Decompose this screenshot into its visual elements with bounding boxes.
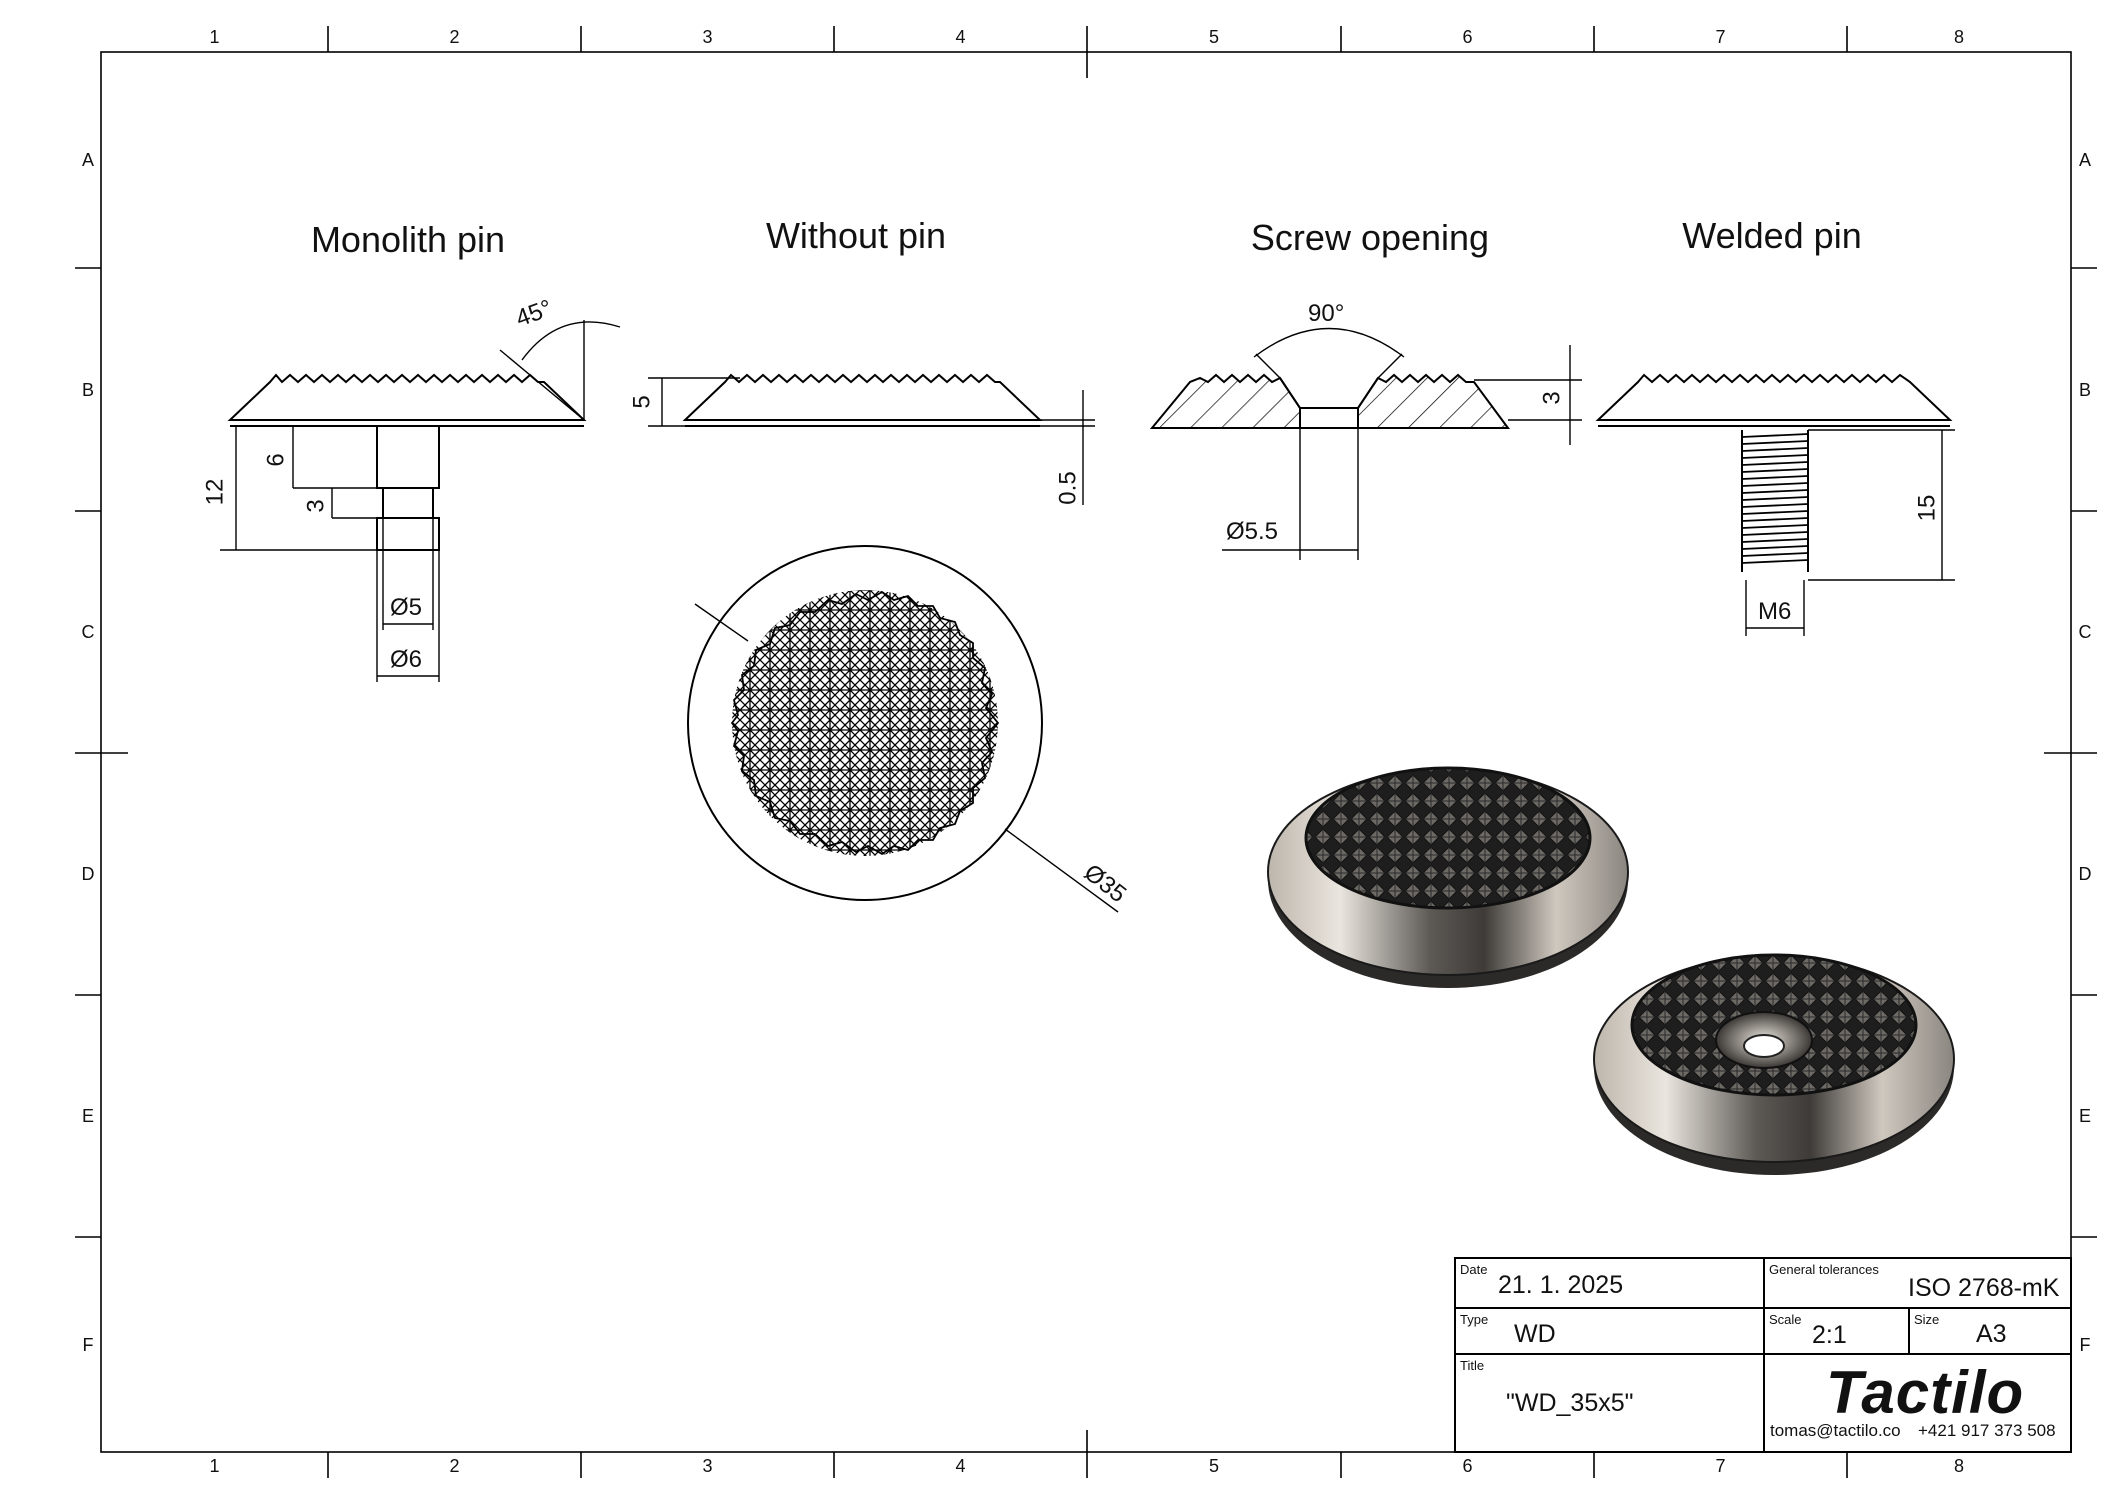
grid-row-left: A <box>81 150 95 170</box>
grid-col-bottom: 4 <box>955 1456 966 1476</box>
thread-line <box>1741 447 1809 452</box>
grid-row-left: C <box>81 622 95 642</box>
thread-line <box>1741 552 1809 557</box>
grid-col-top: 5 <box>1208 27 1220 47</box>
tb-tolerances-label: General tolerances <box>1769 1262 1879 1277</box>
thread-line <box>1741 517 1809 522</box>
grid-col-top: 3 <box>702 27 713 47</box>
grid-row-right: F <box>2079 1334 2091 1355</box>
grid-col-top: 6 <box>1462 27 1473 47</box>
dim-hole-diameter: Ø5.5 <box>1226 518 1279 545</box>
row-grid-ticks <box>75 267 2097 1238</box>
tb-type-label: Type <box>1460 1312 1489 1327</box>
grid-col-top: 8 <box>1953 27 1965 47</box>
grid-row-left: B <box>81 379 95 400</box>
title-screw-opening: Screw opening <box>1250 217 1490 258</box>
thread-line <box>1741 461 1809 466</box>
grid-row-right: E <box>2078 1106 2092 1126</box>
thread-line <box>1741 524 1809 529</box>
thread-line <box>1741 496 1809 501</box>
tb-type-value: WD <box>1514 1320 1556 1348</box>
thread-line <box>1741 538 1809 543</box>
dim-height-3: 3 <box>302 499 330 513</box>
thread-line <box>1741 440 1809 445</box>
contact-phone: +421 917 373 508 <box>1918 1421 2056 1440</box>
title-welded-pin: Welded pin <box>1682 215 1862 256</box>
welded-pin-section-view <box>1595 373 1955 636</box>
tb-scale-label: Scale <box>1769 1312 1802 1327</box>
dim-countersink-angle: 90° <box>1308 300 1345 327</box>
grid-row-left: D <box>81 864 95 884</box>
tb-size-label: Size <box>1914 1312 1940 1327</box>
monolith-pin-section-view <box>220 320 621 682</box>
dim-diameter-6: Ø6 <box>390 646 423 673</box>
dim-height-6: 6 <box>262 453 290 467</box>
thread-line <box>1741 433 1809 438</box>
tb-tolerances-value: ISO 2768-mK <box>1908 1274 2060 1302</box>
thread-line <box>1741 489 1809 494</box>
contact-email: tomas@tactilo.co <box>1770 1421 1901 1440</box>
grid-row-right: D <box>2078 864 2092 884</box>
title-block-grid <box>1454 1257 2072 1453</box>
grid-col-top: 4 <box>955 27 966 47</box>
tb-scale-value: 2:1 <box>1812 1321 1847 1349</box>
tb-title-label: Title <box>1460 1358 1485 1373</box>
thread-line <box>1741 510 1809 515</box>
grid-row-right: A <box>2078 150 2092 170</box>
3d-render-without-pin <box>1267 766 1629 988</box>
title-monolith-pin: Monolith pin <box>310 219 506 260</box>
top-plan-view <box>687 545 1119 913</box>
grid-col-bottom: 2 <box>449 1456 460 1476</box>
dim-height-12: 12 <box>201 478 229 506</box>
dim-diameter-5: Ø5 <box>390 594 423 621</box>
dim-thread-m6: M6 <box>1758 598 1792 625</box>
grid-row-left: F <box>82 1334 94 1355</box>
without-pin-section-view <box>648 373 1095 505</box>
dim-edge-0-5: 0.5 <box>1054 471 1082 505</box>
thread-line <box>1741 531 1809 536</box>
thread-line <box>1741 545 1809 550</box>
tb-title-value: "WD_35x5" <box>1506 1389 1634 1417</box>
grid-row-right: C <box>2078 622 2092 642</box>
thread-line <box>1741 468 1809 473</box>
drawing-frame <box>75 26 2097 1478</box>
thread-line <box>1741 475 1809 480</box>
tb-date-value: 21. 1. 2025 <box>1498 1271 1624 1299</box>
grid-col-top: 2 <box>449 27 460 47</box>
grid-col-bottom: 8 <box>1953 1456 1965 1476</box>
dim-countersink-depth: 3 <box>1538 391 1566 405</box>
screw-opening-section-view <box>1149 327 1582 560</box>
dim-pin-length: 15 <box>1913 494 1941 522</box>
company-logo: Tactilo <box>1826 1359 2025 1426</box>
grid-row-right: B <box>2078 379 2092 400</box>
tb-size-value: A3 <box>1976 1320 2007 1348</box>
grid-col-top: 7 <box>1715 27 1726 47</box>
column-grid-ticks <box>327 26 1848 1478</box>
tb-date-label: Date <box>1460 1262 1488 1277</box>
grid-row-left: E <box>81 1106 95 1126</box>
dim-thickness-5: 5 <box>628 395 656 409</box>
grid-col-top: 1 <box>209 27 220 47</box>
thread-lines <box>1741 433 1809 564</box>
thread-line <box>1741 503 1809 508</box>
3d-render-screw-opening <box>1593 953 1955 1175</box>
grid-col-bottom: 3 <box>702 1456 713 1476</box>
grid-col-bottom: 1 <box>209 1456 220 1476</box>
grid-col-bottom: 7 <box>1715 1456 1726 1476</box>
thread-line <box>1741 454 1809 459</box>
grid-col-bottom: 6 <box>1462 1456 1473 1476</box>
title-without-pin: Without pin <box>765 215 947 256</box>
thread-line <box>1741 482 1809 487</box>
grid-col-bottom: 5 <box>1208 1456 1220 1476</box>
thread-line <box>1741 559 1809 564</box>
